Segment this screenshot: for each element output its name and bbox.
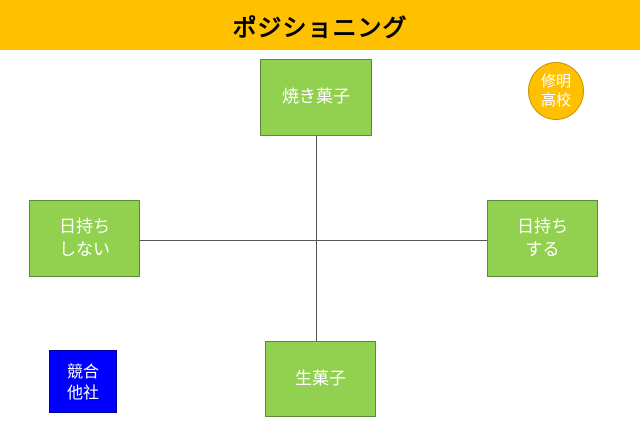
category-box-long-lasting: 日持ち する [487,200,598,277]
self-position-marker: 修明 高校 [528,62,584,120]
page-title: ポジショニング [232,13,408,42]
category-box-not-long-lasting: 日持ち しない [29,200,140,277]
category-box-fresh-sweets: 生菓子 [265,341,376,417]
horizontal-axis [140,240,488,241]
title-bar: ポジショニング [0,0,640,50]
category-box-baked-sweets: 焼き菓子 [260,59,372,136]
vertical-axis [316,136,317,341]
competitor-marker: 競合 他社 [49,350,117,413]
